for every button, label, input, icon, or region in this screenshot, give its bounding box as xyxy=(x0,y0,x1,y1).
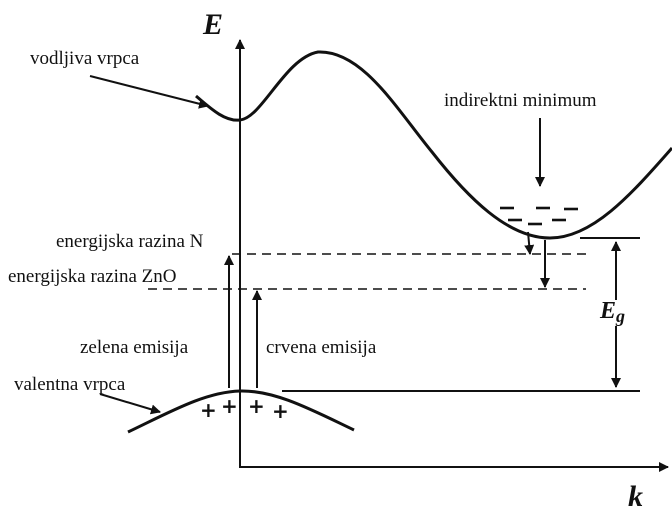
band-gap-subscript: g xyxy=(615,306,625,326)
conduction-band-pointer xyxy=(89,75,209,109)
valence-band-label: valentna vrpca xyxy=(14,374,126,395)
red-emission-label: crvena emisija xyxy=(266,337,377,358)
indirect-minimum-label: indirektni minimum xyxy=(444,90,597,111)
holes: + + + + xyxy=(200,394,289,423)
energy-axis-label: E xyxy=(202,8,223,41)
momentum-axis-label: k xyxy=(628,480,643,511)
green-emission-label: zelena emisija xyxy=(80,337,189,358)
valence-band-curve xyxy=(127,389,355,434)
valence-band-pointer xyxy=(99,393,161,415)
hole: + xyxy=(272,399,289,423)
conduction-band-label: vodljiva vrpca xyxy=(30,48,140,69)
hole: + xyxy=(221,394,238,418)
level-zno-label: energijska razina ZnO xyxy=(8,266,176,287)
hole: + xyxy=(200,398,217,422)
electrons xyxy=(500,206,578,226)
conduction-band-curve xyxy=(195,50,672,240)
band-gap-label: Eg xyxy=(599,298,625,326)
hole: + xyxy=(248,394,265,418)
band-gap-symbol: E xyxy=(599,298,616,324)
level-n-label: energijska razina N xyxy=(56,231,204,252)
minimum-drop-arrow xyxy=(524,231,535,255)
